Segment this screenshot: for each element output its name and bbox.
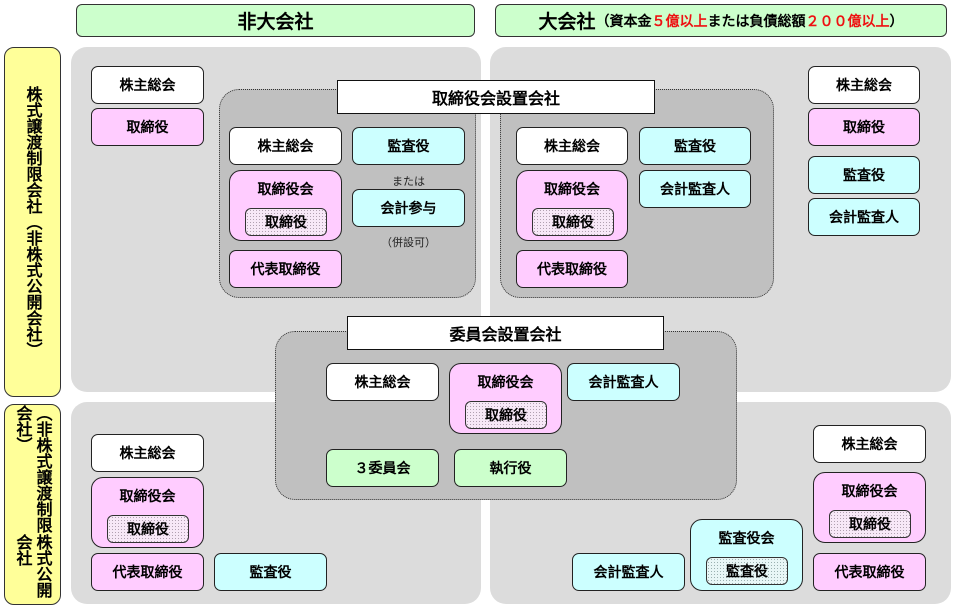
side-label-public-main: 株式公開会社 <box>13 533 53 598</box>
representative-director-box: 代表取締役 <box>91 553 204 591</box>
committee-company-title: 委員会設置会社 <box>347 316 664 350</box>
side-label-restricted-sub: （非株式公開会社） <box>23 214 43 358</box>
accounting-auditor-box: 会計監査人 <box>639 170 751 208</box>
director-inner-box: 取締役 <box>532 208 614 236</box>
auditor-box: 監査役 <box>639 127 751 165</box>
auditor-label: 監査役 <box>843 168 885 184</box>
board-of-directors-label: 取締役会 <box>841 484 898 500</box>
shareholders-meeting-box: 株主総会 <box>91 66 204 104</box>
board-of-directors-label: 取締役会 <box>257 182 314 198</box>
side-label-restricted-main: 株式譲渡制限会社 <box>23 86 43 214</box>
header-large-debt-threshold: ２００億以上 <box>805 13 890 30</box>
accounting-auditor-box: 会計監査人 <box>808 198 920 236</box>
representative-director-label: 代表取締役 <box>112 565 183 581</box>
board-of-directors-label: 取締役会 <box>477 375 534 391</box>
side-label-public-sub: （非株式譲渡制限会社） <box>13 405 53 533</box>
auditor-label: 監査役 <box>674 139 716 155</box>
director-label: 取締役 <box>127 522 169 538</box>
shareholders-meeting-box: 株主総会 <box>808 66 920 104</box>
accounting-auditor-label: 会計監査人 <box>829 210 899 226</box>
executive-officer-label: 執行役 <box>489 461 532 477</box>
director-box: 取締役 <box>91 108 204 146</box>
shareholders-meeting-label: 株主総会 <box>841 437 898 453</box>
shareholders-meeting-label: 株主総会 <box>119 78 176 94</box>
header-non-large-company: 非大会社 <box>76 4 475 37</box>
accounting-auditor-box: 会計監査人 <box>567 363 680 401</box>
auditor-label: 監査役 <box>249 565 292 581</box>
shareholders-meeting-label: 株主総会 <box>836 78 892 94</box>
board-company-title: 取締役会設置会社 <box>337 80 655 114</box>
board-of-directors-group: 取締役会 取締役 <box>91 477 204 548</box>
director-inner-box: 取締役 <box>107 515 189 543</box>
shareholders-meeting-box: 株主総会 <box>229 127 342 165</box>
representative-director-label: 代表取締役 <box>250 262 321 278</box>
board-of-directors-group: 取締役会 取締役 <box>516 170 628 241</box>
accounting-auditor-label: 会計監査人 <box>660 182 730 198</box>
board-of-directors-group: 取締役会 取締役 <box>813 472 926 543</box>
board-of-directors-label: 取締役会 <box>119 489 176 505</box>
shareholders-meeting-label: 株主総会 <box>544 139 600 155</box>
header-non-large-label: 非大会社 <box>237 11 314 33</box>
representative-director-label: 代表取締役 <box>537 262 607 278</box>
auditor-inner-box: 監査役 <box>706 557 788 585</box>
side-label-restricted-company: 株式譲渡制限会社 （非株式公開会社） <box>4 47 61 397</box>
representative-director-box: 代表取締役 <box>813 553 926 591</box>
board-of-directors-group: 取締役会 取締役 <box>449 363 562 434</box>
auditor-box: 監査役 <box>214 553 327 591</box>
director-inner-box: 取締役 <box>829 510 911 538</box>
director-label: 取締役 <box>849 517 891 533</box>
or-text: または <box>392 175 425 188</box>
three-committees-label: ３委員会 <box>354 461 411 477</box>
shareholders-meeting-label: 株主総会 <box>257 139 314 155</box>
board-of-directors-label: 取締役会 <box>544 182 600 198</box>
board-of-auditors-label: 監査役会 <box>718 531 775 547</box>
executive-officer-box: 執行役 <box>454 449 567 487</box>
accounting-advisor-label: 会計参与 <box>380 201 437 217</box>
auditor-box: 監査役 <box>352 127 465 165</box>
director-inner-box: 取締役 <box>245 208 327 236</box>
representative-director-box: 代表取締役 <box>516 250 628 288</box>
three-committees-box: ３委員会 <box>326 449 439 487</box>
header-large-cond-open: （資本金 <box>595 13 652 30</box>
shareholders-meeting-label: 株主総会 <box>119 446 176 462</box>
header-large-cond-mid: または負債総額 <box>707 13 806 30</box>
combinable-note: （併設可） <box>381 236 436 249</box>
shareholders-meeting-box: 株主総会 <box>813 425 926 463</box>
header-large-cond-close: ） <box>889 13 904 30</box>
header-large-company: 大会社 （資本金 ５億以上 または負債総額 ２００億以上 ） <box>495 4 947 37</box>
auditor-box: 監査役 <box>808 156 920 194</box>
auditor-label: 監査役 <box>726 564 768 580</box>
representative-director-box: 代表取締役 <box>229 250 342 288</box>
shareholders-meeting-box: 株主総会 <box>91 434 204 472</box>
director-label: 取締役 <box>843 120 885 136</box>
director-inner-box: 取締役 <box>465 401 547 429</box>
accounting-auditor-label: 会計監査人 <box>588 375 659 391</box>
auditor-label: 監査役 <box>387 139 430 155</box>
director-box: 取締役 <box>808 108 920 146</box>
board-of-auditors-group: 監査役会 監査役 <box>690 519 803 591</box>
header-large-capital-threshold: ５億以上 <box>651 13 708 30</box>
board-of-directors-group: 取締役会 取締役 <box>229 170 342 241</box>
shareholders-meeting-box: 株主総会 <box>326 363 439 401</box>
side-label-public-company: （非株式譲渡制限会社） 株式公開会社 <box>4 404 61 605</box>
director-label: 取締役 <box>265 215 307 231</box>
accounting-auditor-box: 会計監査人 <box>572 553 685 591</box>
director-label: 取締役 <box>126 120 169 136</box>
shareholders-meeting-label: 株主総会 <box>354 375 411 391</box>
board-company-title-label: 取締役会設置会社 <box>431 89 560 108</box>
header-large-label: 大会社 <box>538 11 596 33</box>
representative-director-label: 代表取締役 <box>834 565 905 581</box>
accounting-advisor-box: 会計参与 <box>352 189 465 227</box>
shareholders-meeting-box: 株主総会 <box>516 127 628 165</box>
committee-company-title-label: 委員会設置会社 <box>449 325 562 344</box>
accounting-auditor-label: 会計監査人 <box>593 565 664 581</box>
director-label: 取締役 <box>552 215 594 231</box>
director-label: 取締役 <box>485 408 527 424</box>
